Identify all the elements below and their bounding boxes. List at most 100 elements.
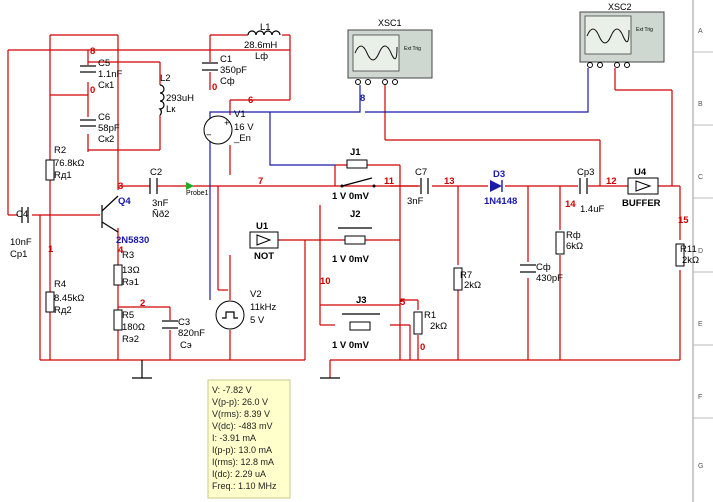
oscilloscope-xsc2[interactable]: XSC2 Ext Trig: [579, 2, 665, 68]
svg-text:R11: R11: [680, 244, 697, 255]
svg-text:293uH: 293uH: [166, 93, 194, 104]
svg-text:1: 1: [48, 244, 54, 255]
resistor-r7[interactable]: R7 2kΩ: [453, 267, 481, 291]
capacitor-c5[interactable]: C5 1.1nF Ск1: [80, 58, 122, 91]
sheet-border: A B C D E F G: [692, 0, 713, 502]
border-label-b: B: [698, 101, 703, 108]
svg-text:V(rms): 8.39 V: V(rms): 8.39 V: [212, 409, 270, 419]
svg-text:R2: R2: [54, 145, 66, 156]
svg-text:+: +: [224, 118, 230, 129]
svg-text:1N4148: 1N4148: [484, 196, 517, 207]
svg-text:C2: C2: [150, 167, 162, 178]
svg-text:C3: C3: [178, 317, 190, 328]
svg-text:C4: C4: [16, 209, 28, 220]
capacitor-c4[interactable]: C4 10nF Ср1: [10, 207, 32, 260]
pulse-source-v2[interactable]: V2 11kHz 5 V: [215, 289, 276, 330]
border-label-e: E: [698, 321, 703, 328]
svg-text:Q4: Q4: [118, 196, 131, 207]
svg-text:Rф: Rф: [566, 230, 581, 241]
svg-text:1 V 0mV: 1 V 0mV: [332, 254, 370, 265]
buffer-u4[interactable]: U4 BUFFER: [622, 167, 661, 209]
capacitor-c6[interactable]: C6 58pF Ск2: [80, 112, 120, 145]
svg-text:Rд1: Rд1: [54, 170, 72, 181]
switch-j1[interactable]: J1 1 V 0mV: [332, 147, 376, 202]
svg-text:6: 6: [248, 95, 253, 106]
svg-text:Lф: Lф: [255, 51, 268, 62]
resistor-r2[interactable]: R2 76.8kΩ Rд1: [45, 145, 84, 181]
svg-text:BUFFER: BUFFER: [622, 198, 661, 209]
svg-text:I(p-p): 13.0 mA: I(p-p): 13.0 mA: [212, 445, 272, 455]
probe-readout-tooltip: V: -7.82 V V(p-p): 26.0 V V(rms): 8.39 V…: [207, 379, 291, 499]
svg-text:V(dc): -483 mV: V(dc): -483 mV: [212, 421, 273, 431]
svg-text:Cф: Cф: [536, 262, 551, 273]
capacitor-cf[interactable]: Cф 430pF: [520, 262, 563, 284]
svg-text:0: 0: [90, 85, 95, 96]
svg-text:8: 8: [90, 46, 95, 57]
svg-text:5 V: 5 V: [250, 315, 265, 326]
switch-j2[interactable]: J2 1 V 0mV: [332, 209, 372, 265]
svg-text:430pF: 430pF: [536, 273, 563, 284]
svg-text:I: -3.91 mA: I: -3.91 mA: [212, 433, 256, 443]
svg-text:0: 0: [212, 82, 217, 93]
resistor-r11[interactable]: R11 2kΩ: [675, 243, 699, 267]
resistor-r5[interactable]: R5 180Ω Rэ2: [113, 309, 145, 345]
svg-text:R4: R4: [54, 279, 66, 290]
svg-text:Ext Trig: Ext Trig: [404, 46, 421, 52]
svg-text:Сф: Сф: [220, 76, 235, 87]
border-label-f: F: [698, 394, 702, 401]
svg-text:Ср1: Ср1: [10, 249, 27, 260]
svg-text:Ск1: Ск1: [98, 80, 114, 91]
svg-text:2kΩ: 2kΩ: [682, 255, 699, 266]
resistor-rf[interactable]: Rф 6kΩ: [555, 230, 583, 255]
svg-text:13Ω: 13Ω: [122, 265, 140, 276]
svg-text:2kΩ: 2kΩ: [430, 321, 447, 332]
transistor-q4[interactable]: Q4 2N5830: [101, 195, 149, 246]
resistor-r4[interactable]: R4 8.45kΩ Rд2: [45, 279, 84, 316]
svg-text:Ext Trig: Ext Trig: [636, 27, 653, 33]
svg-text:3nF: 3nF: [407, 196, 424, 207]
svg-text:I(rms): 12.8 mA: I(rms): 12.8 mA: [212, 457, 274, 467]
capacitor-c1[interactable]: C1 350pF Сф: [202, 54, 247, 87]
inductor-l1[interactable]: L1 28.6mH Lф: [244, 22, 281, 62]
svg-text:13: 13: [444, 176, 455, 187]
svg-text:R7: R7: [460, 270, 472, 281]
capacitor-c2[interactable]: C2 3nF Ñð2: [149, 167, 172, 220]
svg-text:XSC1: XSC1: [378, 18, 402, 28]
svg-text:10: 10: [320, 276, 331, 287]
svg-text:5: 5: [400, 297, 406, 308]
resistor-r1[interactable]: R1 2kΩ: [413, 310, 447, 335]
svg-text:Ñð2: Ñð2: [152, 209, 169, 220]
switch-j3[interactable]: J3 1 V 0mV: [332, 295, 380, 351]
svg-text:0: 0: [420, 342, 425, 353]
svg-text:10nF: 10nF: [10, 237, 32, 248]
svg-text:C7: C7: [415, 167, 427, 178]
svg-text:1 V 0mV: 1 V 0mV: [332, 340, 370, 351]
svg-text:820nF: 820nF: [178, 328, 205, 339]
svg-text:3nF: 3nF: [152, 198, 169, 209]
svg-text:Сэ: Сэ: [180, 340, 192, 351]
svg-text:8: 8: [360, 93, 365, 104]
resistor-r3[interactable]: R3 13Ω Rэ1: [113, 250, 140, 288]
probe-marker[interactable]: Probe1: [186, 182, 209, 197]
svg-text:C1: C1: [220, 54, 232, 65]
inductor-l2[interactable]: L2 293uH Lк: [158, 73, 194, 116]
svg-text:28.6mH: 28.6mH: [244, 40, 277, 51]
svg-text:V2: V2: [250, 289, 262, 300]
svg-text:C5: C5: [98, 58, 110, 69]
capacitor-cp3[interactable]: Cp3 1.4uF: [577, 167, 604, 215]
svg-text:L1: L1: [260, 22, 271, 33]
svg-text:11: 11: [384, 176, 395, 187]
svg-text:L2: L2: [160, 73, 171, 84]
svg-text:180Ω: 180Ω: [122, 322, 145, 333]
oscilloscope-xsc1[interactable]: XSC1 Ext Trig: [347, 18, 433, 85]
svg-text:14: 14: [565, 199, 576, 210]
not-gate-u1[interactable]: U1 NOT: [249, 221, 279, 262]
svg-text:V(p-p): 26.0 V: V(p-p): 26.0 V: [212, 397, 268, 407]
svg-text:J2: J2: [350, 209, 361, 220]
capacitor-c7[interactable]: C7 3nF: [407, 167, 429, 207]
dc-source-v1[interactable]: + − V1 16 V _En: [203, 109, 254, 145]
diode-d3[interactable]: D3 1N4148: [484, 169, 517, 207]
capacitor-c3[interactable]: C3 820nF Сэ: [162, 317, 205, 351]
